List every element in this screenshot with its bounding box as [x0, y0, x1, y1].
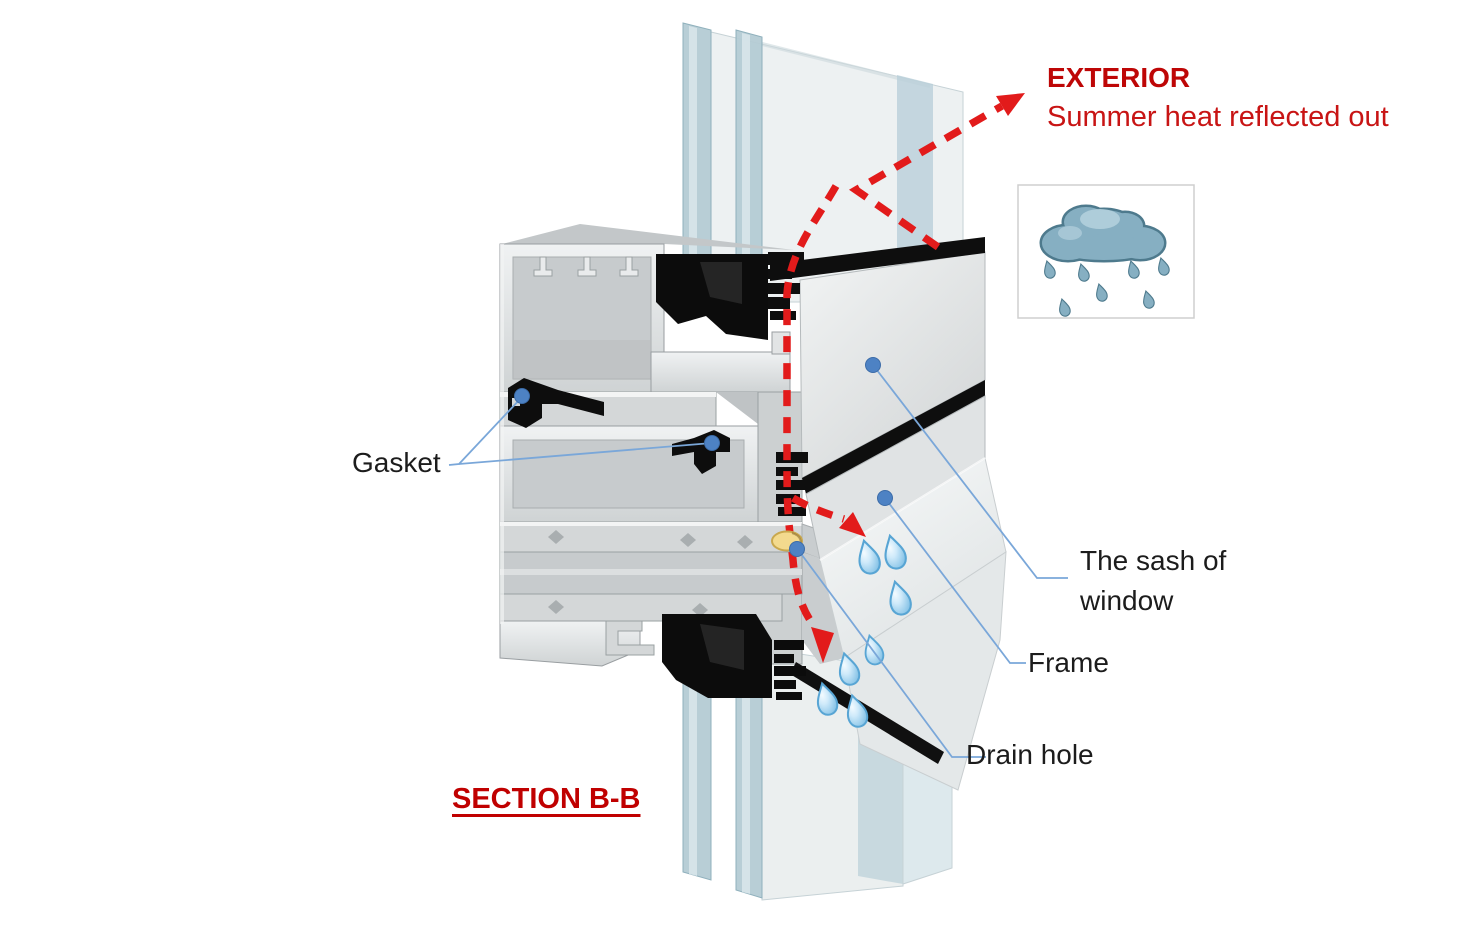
- frame-label: Frame: [1028, 647, 1109, 678]
- gasket-left: [508, 378, 604, 428]
- section-title: SECTION B-B: [452, 783, 641, 815]
- exterior-title: EXTERIOR: [1047, 62, 1191, 93]
- water-drain-arrow: [783, 184, 846, 629]
- drain-arrowhead-down: [811, 627, 834, 663]
- leader-lines: [448, 364, 1068, 758]
- sash-label-line2: window: [1080, 585, 1174, 616]
- gasket-label: Gasket: [352, 447, 441, 478]
- glass-panes-top: [682, 22, 964, 309]
- glazing-gasket-top: [656, 254, 768, 340]
- drain-hole-label: Drain hole: [966, 739, 1094, 770]
- bottom-glazing-gaskets: [662, 614, 806, 700]
- sash-label: The sash of window: [1080, 541, 1226, 621]
- drain-arrowhead-branch: [839, 512, 866, 537]
- heat-arrowhead: [996, 93, 1025, 116]
- heat-reflection-arrow: [848, 102, 1004, 251]
- rain-cloud-icon: [1017, 184, 1195, 319]
- sash-label-line1: The sash of: [1080, 545, 1227, 576]
- exterior-heading: EXTERIOR Summer heat reflected out: [1047, 62, 1389, 134]
- exterior-subtitle: Summer heat reflected out: [1047, 101, 1389, 133]
- marker-dots: [514, 357, 893, 557]
